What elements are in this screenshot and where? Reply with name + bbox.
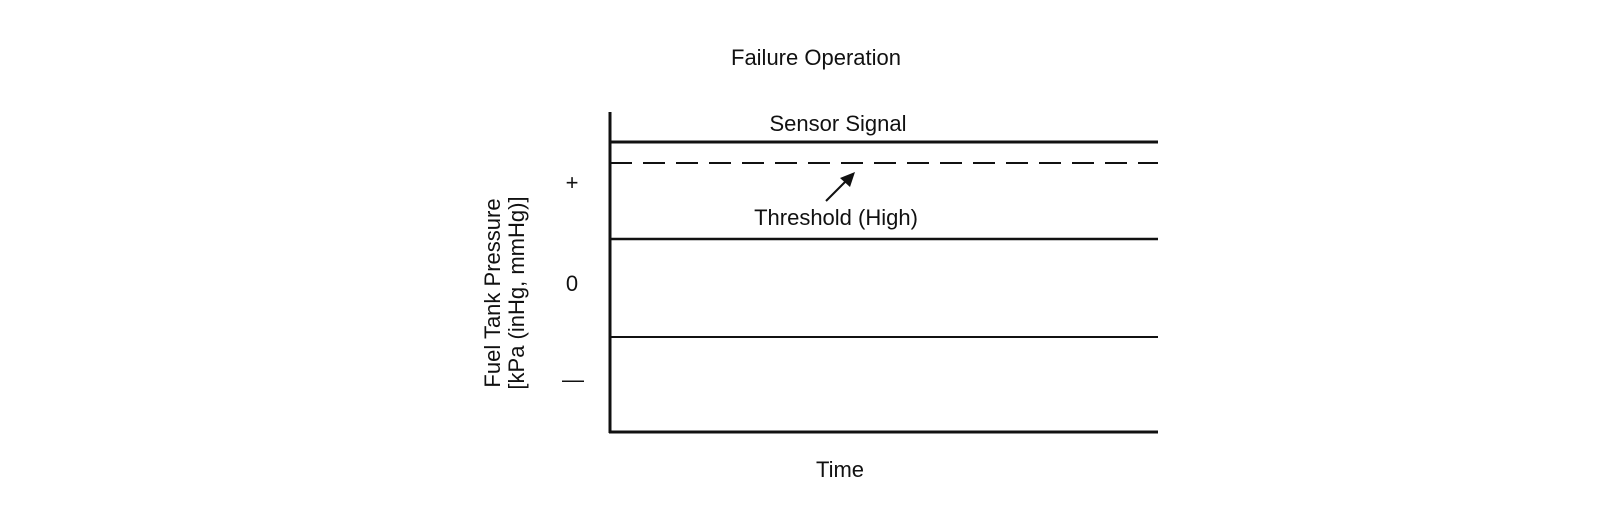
- y-axis-label-line1: Fuel Tank Pressure: [480, 198, 505, 387]
- threshold-arrow-icon: [825, 172, 855, 202]
- threshold-high-label: Threshold (High): [754, 205, 918, 230]
- y-axis-label: Fuel Tank Pressure [kPa (inHg, mmHg)]: [480, 196, 529, 389]
- y-tick-minus: —: [562, 367, 584, 392]
- y-tick-zero: 0: [566, 271, 578, 296]
- x-axis-label: Time: [816, 457, 864, 482]
- sensor-signal-label: Sensor Signal: [770, 111, 907, 136]
- y-tick-plus: +: [566, 170, 579, 195]
- diagram-title: Failure Operation: [731, 45, 901, 70]
- y-axis-label-line2: [kPa (inHg, mmHg)]: [504, 196, 529, 389]
